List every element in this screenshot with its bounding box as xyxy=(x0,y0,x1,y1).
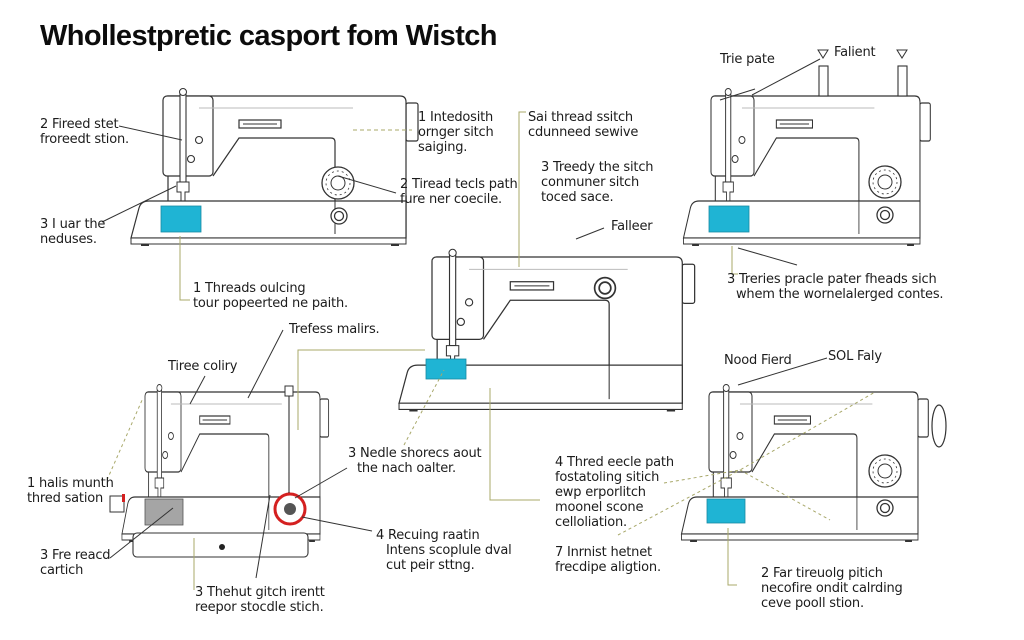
label-tiree-coliry: Tiree coliry xyxy=(168,359,238,374)
needle-plate xyxy=(425,358,467,380)
label-fre-reacd: 3 Fre reacd cartich xyxy=(40,548,111,578)
needle-plate xyxy=(706,498,746,524)
label-uar-the-neduses: 3 I uar the neduses. xyxy=(40,217,106,247)
label-falleer: Falleer xyxy=(611,219,653,234)
label-fired-stet: 2 Fireed stet froreedt stion. xyxy=(40,117,129,147)
leader-lines-olive xyxy=(106,111,876,590)
stitch-dial xyxy=(868,165,902,199)
label-trefess-malirs: Trefess malirs. xyxy=(289,322,380,337)
sewing-machine-bottom-right xyxy=(680,383,947,543)
label-intedosith: 1 Intedosith ornger sitch saiging. xyxy=(418,110,494,155)
label-far-tireuolg: 2 Far tireuolg pitich necofire ondit cal… xyxy=(761,566,903,611)
needle-plate xyxy=(160,205,202,233)
gray-needle-plate xyxy=(144,498,184,526)
label-treries-pracle: 3 Treries pracle pater fheads sich whem … xyxy=(727,272,944,302)
label-falient: Falient xyxy=(834,45,876,60)
sewing-machine-center xyxy=(398,248,696,413)
label-thehut-gitch: 3 Thehut gitch irentt reepor stocdle sti… xyxy=(195,585,325,615)
label-tiread-tecls-path: 2 Tiread tecls path fure ner coecile. xyxy=(400,177,518,207)
sewing-machine-top-left xyxy=(130,87,419,247)
control-knob xyxy=(876,499,894,517)
label-trie-pate: Trie pate xyxy=(720,52,775,67)
sewing-machine-bottom-left xyxy=(109,383,330,558)
label-nood-fierd: Nood Fierd xyxy=(724,353,792,368)
stitch-dial xyxy=(868,454,902,488)
label-nedle-shorecs: 3 Nedle shorecs aout the nach oalter. xyxy=(348,446,482,476)
stitch-dial xyxy=(321,166,355,200)
label-thred-eecle-path: 4 Thred eecle path fostatoling sitich ew… xyxy=(555,455,674,530)
label-treedy-the-sitch: 3 Treedy the sitch conmuner sitch toced … xyxy=(541,160,654,205)
diagram-title: Whollestpretic casport fom Wistch xyxy=(40,20,497,52)
label-threads-oulcing: 1 Threads oulcing tour popeerted ne pait… xyxy=(193,281,348,311)
sewing-machine-top-right xyxy=(682,49,931,247)
label-sol-faly: SOL Faly xyxy=(828,349,882,364)
label-inrnist-hetnet: 7 Inrnist hetnet frecdipe aligtion. xyxy=(555,545,661,575)
control-knob xyxy=(330,207,348,225)
control-knob xyxy=(876,206,894,224)
label-sai-thread-ssitch: Sai thread ssitch cdunneed sewive xyxy=(528,110,639,140)
leader-lines-dark xyxy=(101,58,828,579)
label-halis-munth: 1 halis munth thred sation xyxy=(27,476,114,506)
label-recuing-raatin: 4 Recuing raatin Intens scoplule dval cu… xyxy=(376,528,512,573)
control-knob xyxy=(593,276,617,300)
needle-plate xyxy=(708,205,750,233)
